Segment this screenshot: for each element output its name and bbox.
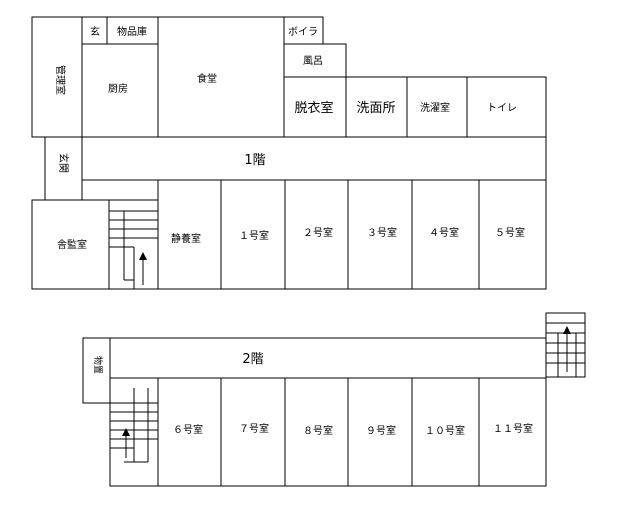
room-5 (478, 179, 547, 290)
label-room-11: １１号室 (493, 422, 533, 435)
label-room-7: ７号室 (239, 422, 269, 435)
room-8 (284, 377, 349, 487)
room-senmen (345, 76, 408, 138)
room-3 (347, 179, 413, 290)
label-room-3: ３号室 (367, 226, 397, 239)
label-room-8: ８号室 (303, 424, 333, 437)
label-furo: 風呂 (303, 55, 323, 67)
stairs-1f (108, 199, 159, 290)
label-kantoku: 舎監室 (57, 238, 87, 251)
room-6 (157, 377, 222, 487)
room-kantoku (31, 199, 110, 290)
room-1 (220, 179, 286, 290)
stairs-2f-right (545, 312, 586, 378)
label-room-10: １０号室 (425, 424, 465, 437)
label-datsui: 脱衣室 (294, 100, 333, 116)
room-seiyo (157, 179, 222, 290)
room-toilet (466, 76, 547, 138)
label-sentaku: 洗濯室 (420, 101, 450, 114)
label-floor2: 2階 (242, 352, 263, 367)
room-7 (220, 377, 286, 487)
label-room-1: １号室 (239, 229, 269, 242)
room-4 (411, 179, 480, 290)
label-monohinko: 物品庫 (117, 25, 147, 38)
label-chubo: 厨房 (108, 82, 128, 95)
label-senmen: 洗面所 (356, 101, 395, 116)
label-room-5: ５号室 (495, 226, 525, 239)
label-toilet: トイレ (487, 103, 517, 114)
label-genkan: 玄関 (57, 153, 70, 173)
label-room-2: ２号室 (303, 226, 333, 239)
room-furo (283, 43, 347, 78)
label-left-2f: 物置 (92, 356, 104, 374)
room-11 (478, 377, 547, 487)
room-9 (347, 377, 413, 487)
room-2 (284, 179, 349, 290)
label-room-6: ６号室 (173, 423, 203, 436)
label-seiyo: 静養室 (171, 232, 201, 245)
floor-2: 物置 2階 ６号室 ７号室 ８号室 ９号室 １０号室 １１号室 (82, 312, 586, 487)
room-genkan (44, 136, 83, 201)
label-boira: ボイラ (288, 26, 318, 38)
room-shokudo (157, 16, 285, 138)
label-room-4: ４号室 (429, 226, 459, 239)
room-chubo (81, 43, 159, 138)
room-10 (411, 377, 480, 487)
floor-1: 管理室 玄 物品庫 厨房 食堂 ボイラ 風呂 脱衣室 洗面所 洗濯室 トイレ 玄… (31, 16, 547, 290)
room-kanri (31, 16, 83, 138)
corridor-1f (81, 136, 547, 181)
label-room-9: ９号室 (366, 424, 396, 437)
label-shokudo: 食堂 (197, 72, 217, 85)
stairs-2f-left (109, 377, 159, 487)
room-sentaku (406, 76, 468, 138)
label-kanri: 管理室 (54, 65, 67, 95)
corridor-2f (109, 337, 547, 379)
label-floor1: 1階 (244, 153, 265, 168)
room-left-2f (82, 337, 111, 404)
room-datsui (283, 76, 347, 138)
label-gen: 玄 (90, 25, 100, 38)
